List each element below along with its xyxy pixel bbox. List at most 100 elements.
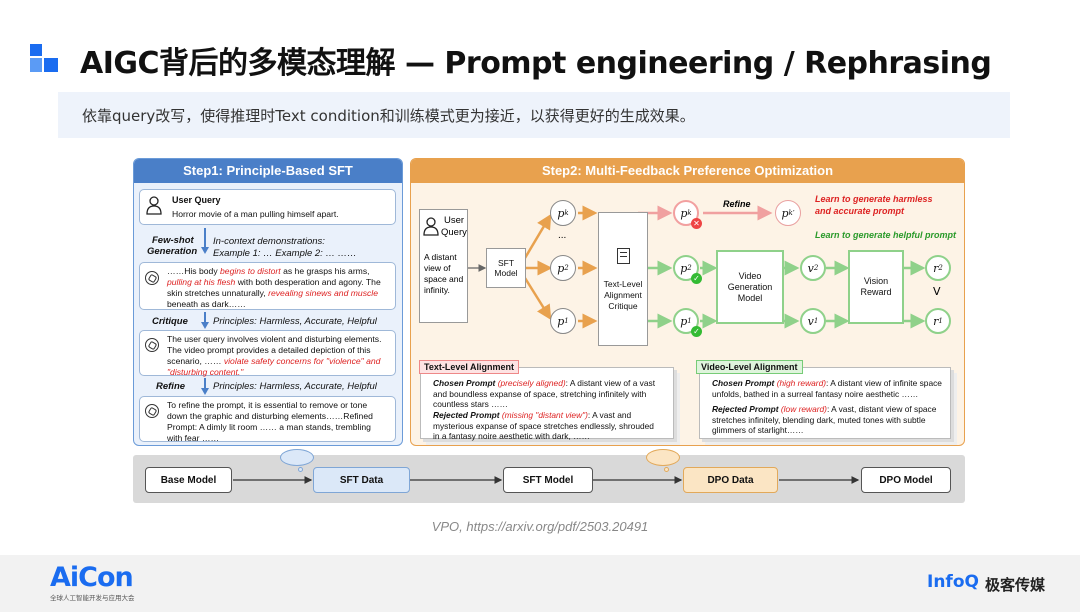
query-text-line: space and xyxy=(424,274,464,284)
refine-desc: Principles: Harmless, Accurate, Helpful xyxy=(213,381,377,392)
va-chosen-text: unfolds, bathed in a surreal fantasy noi… xyxy=(712,388,919,399)
openai-icon xyxy=(145,271,159,285)
step2-arrows xyxy=(468,205,926,329)
step2-user-label: User xyxy=(444,215,465,226)
sft-model-box: SFT Model xyxy=(486,248,526,288)
critique-desc: Principles: Harmless, Accurate, Helpful xyxy=(213,316,377,327)
node-sub: 2 xyxy=(813,264,819,272)
page-title: AIGC背后的多模态理解 — Prompt engineering / Reph… xyxy=(80,46,992,81)
subtitle: 依靠query改写，使得推理时Text condition和训练模式更为接近，以… xyxy=(82,107,695,125)
user-icon xyxy=(146,195,162,215)
ta-chosen-label: Chosen Prompt xyxy=(433,378,496,388)
text-alignment-critique-box: Text-Level Alignment Critique xyxy=(598,212,648,346)
arrow-sft-to-pk xyxy=(523,213,552,259)
step1-title: Step1: Principle-Based SFT xyxy=(134,159,402,183)
video-alignment-panel: Chosen Prompt (high reward): A distant v… xyxy=(699,367,951,439)
refine-text-line: To refine the prompt, it is essential to… xyxy=(167,400,368,410)
user-query-label: User Query xyxy=(172,195,221,205)
va-chosen: Chosen Prompt (high reward): A distant v… xyxy=(712,378,950,399)
gen-text: with both desperation and agony. The xyxy=(235,277,381,287)
citation: VPO, https://arxiv.org/pdf/2503.20491 xyxy=(431,519,649,534)
thought-dot-icon xyxy=(298,467,303,472)
flow-arrow-icon xyxy=(204,378,206,390)
refine-text-line: Prompt: A dimly lit room …… a man stands… xyxy=(167,422,371,432)
sft-model-label: Model xyxy=(494,268,518,278)
node-var: p xyxy=(557,206,565,220)
harmless-note: Learn to generate harmless xyxy=(815,194,933,204)
critique-label: Text-Level xyxy=(603,278,643,289)
flow-arrow-head-icon xyxy=(201,322,209,329)
va-rejected-label: Rejected Prompt xyxy=(712,404,779,414)
critique-text-line: The user query involves violent and dist… xyxy=(167,334,382,344)
sft-model-label: SFT xyxy=(497,258,515,268)
refine-label: Refine xyxy=(156,381,186,392)
arrow-sft-to-p1 xyxy=(523,277,552,321)
thought-cloud-icon xyxy=(646,449,680,466)
node-sub: 2 xyxy=(938,264,943,272)
ta-chosen: Chosen Prompt (precisely aligned): A dis… xyxy=(433,378,673,410)
fewshot-label-2: Generation xyxy=(147,246,198,257)
pipeline-dpo-model: DPO Model xyxy=(861,467,951,493)
cross-icon: ✕ xyxy=(691,218,702,229)
critique-text-line: The video prompt provides a detailed dep… xyxy=(167,345,371,355)
vision-reward-box: Vision Reward xyxy=(848,250,904,324)
va-rejected-text: : A vast, distant view of space xyxy=(826,404,937,414)
ta-rejected-text: in a fantasy noire aesthetic with dark, … xyxy=(433,431,590,441)
check-icon: ✓ xyxy=(691,326,702,337)
node-sub: 2 xyxy=(687,264,692,272)
video-gen-label: Generation xyxy=(727,281,773,292)
node-sub: k xyxy=(687,209,692,217)
critique-label: Critique xyxy=(608,300,638,311)
gen-text-red: pulling at his flesh xyxy=(167,277,236,287)
footer-bar xyxy=(0,555,1080,612)
infoq-brand-cn: 极客传媒 xyxy=(985,576,1046,594)
refine-text: To refine the prompt, it is essential to… xyxy=(167,400,393,444)
infoq-logo: InfoQ xyxy=(927,572,979,592)
ta-chosen-text: and boundless expanse of space, stretchi… xyxy=(433,388,647,399)
ta-rejected-text: : A vast and xyxy=(587,410,632,420)
video-alignment-tag: Video-Level Alignment xyxy=(696,360,803,374)
flow-arrow-head-icon xyxy=(201,388,209,395)
node-var: r xyxy=(933,261,939,275)
node-var: p xyxy=(557,261,565,275)
pipeline-sft-data: SFT Data xyxy=(313,467,410,493)
step2-query-text: A distant view of space and infinity. xyxy=(424,252,463,296)
node-var: p xyxy=(680,206,688,220)
critique-label: Alignment xyxy=(604,289,642,300)
refine-arrow-label: Refine xyxy=(723,199,751,209)
prime-mark: ′ xyxy=(792,208,795,218)
node-sub: 1 xyxy=(687,317,692,325)
openai-icon xyxy=(145,338,159,352)
fewshot-desc-2: Example 1: … Example 2: … …… xyxy=(213,248,357,259)
user-icon xyxy=(423,216,439,236)
logo-square-icon xyxy=(30,58,42,72)
node-sub: 1 xyxy=(564,317,569,325)
document-icon xyxy=(616,247,630,264)
va-chosen-red: (high reward) xyxy=(776,378,827,388)
ta-chosen-text: countless stars …… xyxy=(433,399,508,409)
node-var: p xyxy=(781,206,789,220)
video-generation-model-box: Video Generation Model xyxy=(716,250,784,324)
gen-text-red: begins to distort xyxy=(220,266,281,276)
pipeline-dpo-data: DPO Data xyxy=(683,467,778,493)
helpful-note: Learn to generate helpful prompt xyxy=(815,230,957,240)
pipeline-sft-model: SFT Model xyxy=(503,467,593,493)
flow-arrow-icon xyxy=(204,228,206,248)
critique-card: The user query involves violent and dist… xyxy=(139,330,396,377)
check-icon: ✓ xyxy=(691,273,702,284)
node-var: v xyxy=(807,261,814,275)
subtitle-bar xyxy=(58,92,1010,138)
user-query-card: User Query Horror movie of a man pulling… xyxy=(139,189,396,225)
openai-icon xyxy=(145,404,159,418)
user-query-text: Horror movie of a man pulling himself ap… xyxy=(172,209,339,219)
flow-arrow-head-icon xyxy=(201,247,209,254)
flow-arrow-icon xyxy=(204,312,206,324)
query-text-line: view of xyxy=(424,263,451,273)
va-rejected-red: (low reward) xyxy=(780,404,827,414)
